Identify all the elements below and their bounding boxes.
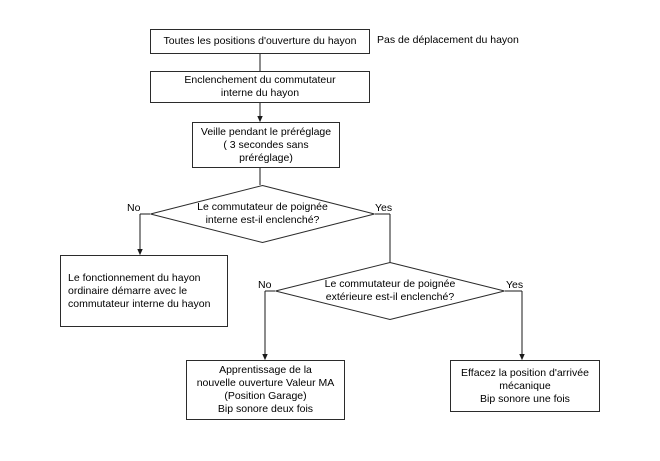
node-decision-inner-handle-label: Le commutateur de poignée interne est-il… bbox=[197, 201, 328, 226]
connector-decision2-no bbox=[262, 290, 275, 361]
edge-label-decision1-yes: Yes bbox=[375, 202, 393, 214]
connector-decision2-yes bbox=[505, 290, 525, 361]
node-decision-outer-handle-label: Le commutateur de poignée extérieure est… bbox=[324, 278, 456, 303]
connector-decision1-no bbox=[137, 213, 150, 256]
edge-label-decision2-yes: Yes bbox=[506, 279, 524, 291]
node-engage-inner-switch: Enclenchement du commutateur interne du … bbox=[150, 71, 370, 103]
decision-outer-handle-shape bbox=[275, 262, 505, 320]
edge-label-decision2-no: No bbox=[258, 279, 272, 291]
node-engage-inner-switch-label: Enclenchement du commutateur interne du … bbox=[184, 74, 336, 99]
decision-inner-handle-shape bbox=[150, 185, 375, 243]
node-decision-inner-handle: Le commutateur de poignée interne est-il… bbox=[150, 185, 375, 243]
node-learn-position: Apprentissage de la nouvelle ouverture V… bbox=[186, 360, 345, 420]
edge-label-decision1-no: No bbox=[127, 202, 141, 214]
node-start-box: Toutes les positions d'ouverture du hayo… bbox=[150, 29, 370, 54]
node-standby-preset-label: Veille pendant le préréglage ( 3 seconde… bbox=[200, 125, 332, 164]
node-decision-outer-handle: Le commutateur de poignée extérieure est… bbox=[275, 262, 505, 320]
note-no-movement: Pas de déplacement du hayon bbox=[377, 34, 519, 46]
node-erase-position-label: Effacez la position d'arrivée mécanique … bbox=[461, 366, 589, 405]
node-ordinary-operation: Le fonctionnement du hayon ordinaire dém… bbox=[60, 255, 228, 327]
node-erase-position: Effacez la position d'arrivée mécanique … bbox=[450, 360, 600, 412]
node-start-box-label: Toutes les positions d'ouverture du hayo… bbox=[163, 35, 357, 47]
node-ordinary-operation-label: Le fonctionnement du hayon ordinaire dém… bbox=[68, 271, 211, 310]
node-learn-position-label: Apprentissage de la nouvelle ouverture V… bbox=[196, 364, 335, 415]
node-standby-preset: Veille pendant le préréglage ( 3 seconde… bbox=[192, 122, 340, 168]
